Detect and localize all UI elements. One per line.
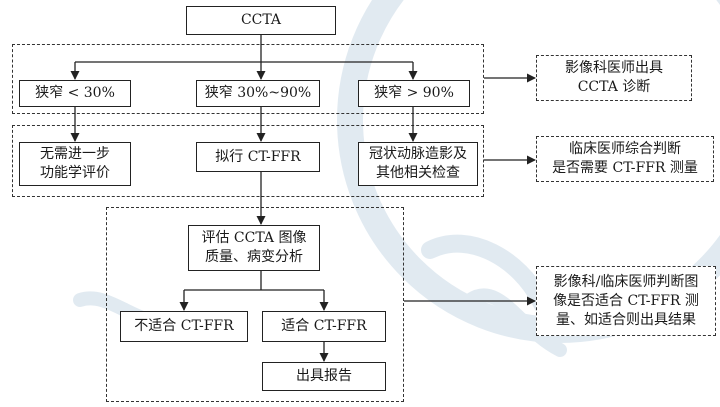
group-stenosis-levels xyxy=(12,44,484,114)
coronary-angio-node: 冠状动脉造影及 其他相关检查 xyxy=(358,142,478,186)
ccta-node: CCTA xyxy=(186,6,336,35)
assess-ccta-node: 评估 CCTA 图像 质量、病变分析 xyxy=(188,225,320,271)
not-suitable-node: 不适合 CT-FFR xyxy=(120,311,248,342)
stenosis-lt30-node: 狭窄 < 30% xyxy=(19,80,131,107)
suitable-node: 适合 CT-FFR xyxy=(262,311,386,342)
group-next-steps xyxy=(12,125,484,197)
no-functional-eval-node: 无需进一步 功能学评价 xyxy=(19,142,131,186)
stenosis-30-90-node: 狭窄 30%~90% xyxy=(196,80,320,107)
note-clinician-decides: 临床医师综合判断 是否需要 CT-FFR 测量 xyxy=(536,136,714,182)
note-radiology-ccta: 影像科医师出具 CCTA 诊断 xyxy=(536,55,692,101)
note-radiology-clinician-judge: 影像科/临床医师判断图 像是否适合 CT-FFR 测 量、如适合则出具结果 xyxy=(536,266,716,336)
group-ct-ffr-analysis xyxy=(106,207,404,402)
stenosis-gt90-node: 狭窄 > 90% xyxy=(358,80,470,107)
plan-ct-ffr-node: 拟行 CT-FFR xyxy=(196,142,320,172)
issue-report-node: 出具报告 xyxy=(262,362,386,391)
